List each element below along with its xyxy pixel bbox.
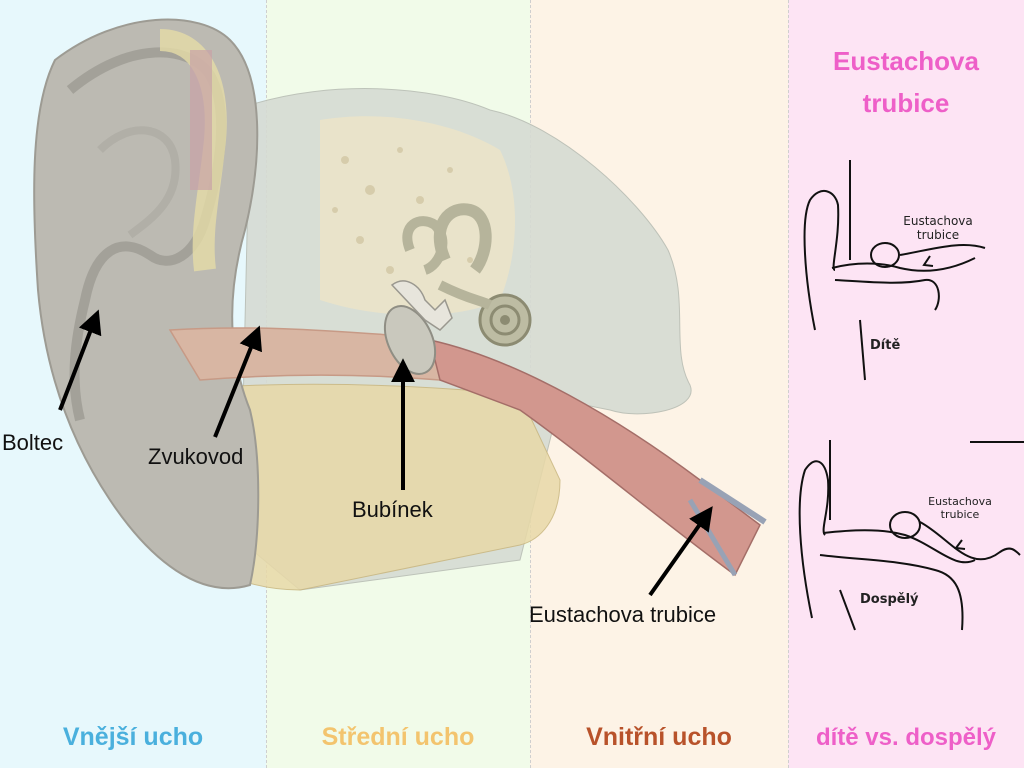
eustachian-title-line1: Eustachova — [833, 46, 979, 76]
eustachova-arrow — [648, 506, 713, 597]
child-tube-label: Eustachova trubice — [903, 214, 973, 242]
zvukovod-label: Zvukovod — [148, 444, 244, 469]
panel-divider — [788, 0, 789, 768]
comparison-caption: dítě vs. dospělý — [815, 724, 997, 751]
child-caption: Dítě — [870, 338, 901, 353]
adult-tube-label: Eustachova trubice — [928, 495, 992, 521]
eustachian-panel-title: Eustachova trubice — [788, 40, 1024, 124]
eustachova-trubice-label: Eustachova trubice — [529, 602, 717, 627]
child-sketch — [803, 160, 986, 381]
boltec-arrow — [58, 309, 102, 411]
eustachian-comparison-panel — [788, 0, 1024, 768]
bubinek-label: Bubínek — [352, 497, 433, 522]
boltec-label: Boltec — [2, 430, 64, 455]
outer-ear-caption: Vnější ucho — [62, 723, 204, 751]
inner-ear-caption: Vnitřní ucho — [586, 723, 732, 751]
adult-sketch — [798, 440, 1024, 631]
eustachian-title-line2: trubice — [862, 88, 950, 118]
adult-caption: Dospělý — [860, 592, 919, 607]
middle-ear-caption: Střední ucho — [321, 723, 475, 751]
zvukovod-arrow — [213, 325, 262, 438]
